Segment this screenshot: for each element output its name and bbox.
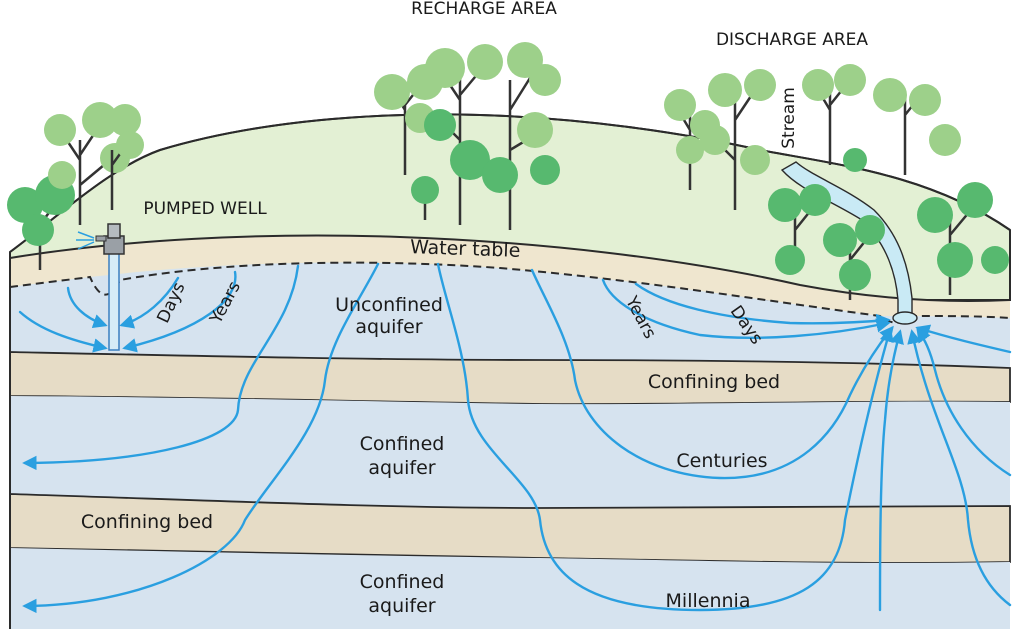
tree-icon xyxy=(109,104,144,210)
flow-line xyxy=(634,282,891,329)
tree-icon xyxy=(768,184,831,275)
confined-aquifer-upper-label-line2: aquifer xyxy=(368,457,435,479)
pumped-well-label: PUMPED WELL xyxy=(143,199,267,219)
land-surface-outline xyxy=(9,113,1011,253)
tree-icon xyxy=(374,64,443,175)
discharge-area-label: DISCHARGE AREA xyxy=(716,30,868,50)
pump-icon xyxy=(95,223,125,255)
ground-surface-line xyxy=(9,234,1011,303)
flow-line xyxy=(18,310,108,353)
stream-outlet xyxy=(892,311,918,325)
tree-icon xyxy=(917,182,1009,295)
flow-line xyxy=(436,262,894,612)
pumped-well xyxy=(76,223,125,351)
flow-line xyxy=(22,264,300,471)
tree-group-center xyxy=(374,42,561,230)
unsaturated-zone xyxy=(10,235,1010,318)
tree-icon xyxy=(664,89,720,190)
water-table-label: Water table xyxy=(410,236,521,262)
tree-icon xyxy=(873,78,961,175)
unconfined-aquifer-label-line2: aquifer xyxy=(355,316,422,338)
millennia-label: Millennia xyxy=(666,590,751,612)
unconfined-aquifer-layer xyxy=(10,262,1010,368)
upper-confined-aquifer-layer xyxy=(10,396,1010,508)
tree-icon xyxy=(700,69,776,210)
tree-icon xyxy=(411,176,439,220)
well-casing xyxy=(108,249,120,351)
confined-aquifer-upper-label-line1: Confined xyxy=(360,433,445,455)
flow-line xyxy=(22,262,380,614)
flow-line xyxy=(907,329,1012,607)
unconfined-aquifer-label-line1: Unconfined xyxy=(335,294,443,316)
tree-icon xyxy=(482,42,561,230)
flow-line xyxy=(119,276,180,329)
recharge-area-label: RECHARGE AREA xyxy=(411,0,557,19)
tree-group-left xyxy=(7,102,144,270)
water-spray-icon xyxy=(76,231,95,250)
tree-icon xyxy=(44,102,130,225)
confining-bed-upper-label: Confining bed xyxy=(648,371,780,393)
confined-aquifer-lower-label-line2: aquifer xyxy=(368,595,435,617)
lower-confined-aquifer-layer xyxy=(10,548,1010,629)
flow-line xyxy=(122,270,237,353)
flow-lines xyxy=(18,262,1012,614)
confined-aquifer-lower-label-line1: Confined xyxy=(360,571,445,593)
flow-line xyxy=(66,286,108,328)
flow-line xyxy=(916,327,1012,477)
flow-line xyxy=(530,268,894,480)
tree-icon xyxy=(823,215,885,300)
flow-line xyxy=(878,329,904,612)
confining-bed-lower-label: Confining bed xyxy=(81,511,213,533)
flow-line xyxy=(601,278,891,339)
tree-group-right xyxy=(664,64,1009,300)
tree-icon xyxy=(802,64,867,172)
tree-icon xyxy=(424,44,503,225)
centuries-label: Centuries xyxy=(676,450,767,472)
stream-label: Stream xyxy=(779,87,799,149)
